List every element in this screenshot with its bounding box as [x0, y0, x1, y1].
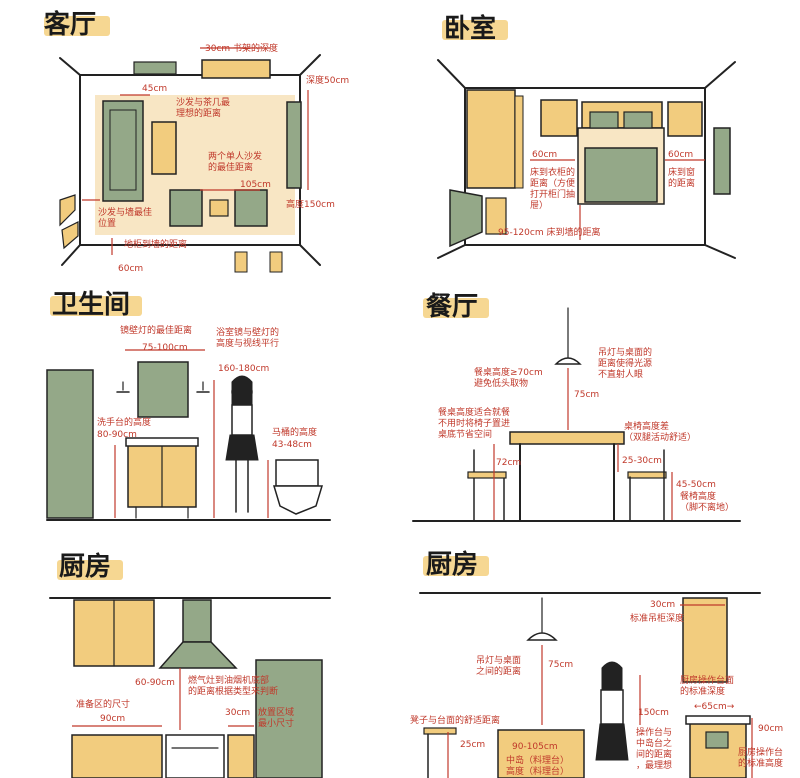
kitchen-r-65-label: ←65cm→: [694, 702, 735, 712]
kitchen-r-90-105-label: 90-105cm: [512, 742, 558, 752]
dining-chair-height-label: 桌椅高度差 （双腿活动舒适）: [624, 422, 697, 443]
kitchen-l-30-label: 30cm: [225, 708, 251, 718]
kitchen-r-75-label: 75cm: [548, 660, 574, 670]
kitchen-left-title-highlight: [57, 560, 123, 580]
bath-80-90-label: 80-90cm: [97, 430, 137, 440]
living-title-highlight: [44, 16, 110, 36]
bathroom-title-highlight: [50, 296, 142, 316]
kitchen-r-25-label: 25cm: [460, 740, 486, 750]
dining-drawing: [412, 307, 741, 522]
kitchen-left-drawing: [49, 597, 331, 778]
living-sofa-wall-label: 沙发与墙最佳 位置: [98, 208, 153, 229]
living-sofa-table-label: 沙发与茶几最 理想的距离: [176, 98, 231, 119]
living-height-label: 高度150cm: [286, 200, 335, 210]
dining-light-label: 吊灯与桌面的 距离使得光源 不直射人眼: [598, 348, 653, 380]
kitchen-r-cabinet-depth-label: 标准吊柜深度: [630, 614, 685, 624]
dining-title-highlight: [423, 298, 489, 318]
living-bookshelf-label: 30cm 书架的深度: [205, 44, 279, 54]
kitchen-l-hood-label: 燃气灶到油烟机底部 的距离根据类型来判断: [188, 676, 279, 697]
kitchen-left-title: 厨房: [59, 552, 112, 582]
dining-seat-height-label: 餐椅高度 （脚不离地）: [680, 492, 735, 513]
dining-72-label: 72cm: [496, 458, 522, 468]
living-room-title: 客厅: [44, 10, 97, 40]
dining-title: 餐厅: [426, 292, 479, 322]
bath-sink-height-label: 洗手台的高度: [97, 418, 152, 428]
bedroom-right-desc-label: 床到窗 的距离: [668, 168, 696, 189]
living-60-label: 60cm: [118, 264, 144, 274]
bath-mirror-height-label: 浴室镜与壁灯的 高度与视线平行: [216, 328, 280, 349]
dining-75-label: 75cm: [574, 390, 600, 400]
kitchen-r-150-label: 150cm: [638, 708, 669, 718]
kitchen-l-90-label: 90cm: [100, 714, 126, 724]
bath-43-48-label: 43-48cm: [272, 440, 312, 450]
kitchen-r-stool-label: 凳子与台面的舒适距离: [410, 716, 501, 726]
bathroom-drawing: [46, 361, 331, 521]
bedroom-left-60-label: 60cm: [532, 150, 558, 160]
dimension-lines: [72, 47, 753, 778]
bedroom-drawing: [437, 59, 736, 259]
living-cabinet-wall-label: 地柜到墙的距离: [124, 240, 188, 250]
dining-45-50-label: 45-50cm: [676, 480, 716, 490]
kitchen-r-island-gap-label: 操作台与 中岛台之 间的距离 ，最理想: [636, 728, 673, 771]
bedroom-title-highlight: [442, 20, 508, 40]
kitchen-r-30-label: 30cm: [650, 600, 676, 610]
living-depth-label: 深度50cm: [306, 76, 350, 86]
bedroom-right-60-label: 60cm: [668, 150, 694, 160]
living-105-label: 105cm: [240, 180, 271, 190]
dining-table-chair-label: 餐桌高度适合就餐 不用时将椅子置进 桌底节省空间: [438, 408, 511, 440]
bath-toilet-height-label: 马桶的高度: [272, 428, 318, 438]
bedroom-bottom-label: 95-120cm 床到墙的距离: [498, 228, 601, 238]
kitchen-l-min-size-label: 放置区域 最小尺寸: [258, 708, 295, 729]
bath-160-180-label: 160-180cm: [218, 364, 270, 374]
kitchen-r-90-label: 90cm: [758, 724, 784, 734]
kitchen-r-light-table-label: 吊灯与桌面 之间的距离: [476, 656, 522, 677]
kitchen-right-title: 厨房: [426, 550, 479, 580]
living-45-label: 45cm: [142, 84, 168, 94]
bedroom-left-desc-label: 床到衣柜的 距离（方便 打开柜门抽 屉）: [530, 168, 576, 211]
dining-25-30-label: 25-30cm: [622, 456, 662, 466]
kitchen-r-std-label: 厨房操作台 的标准高度: [738, 748, 784, 769]
bedroom-title: 卧室: [444, 14, 497, 44]
living-two-chairs-label: 两个单人沙发 的最佳距离: [208, 152, 263, 173]
bath-75-100-label: 75-100cm: [142, 343, 188, 353]
bathroom-title: 卫生间: [52, 290, 131, 320]
kitchen-right-title-highlight: [423, 556, 489, 576]
kitchen-right-drawing: [419, 592, 761, 778]
kitchen-r-island-label: 中岛（料理台） 高度（料理台）: [506, 756, 570, 777]
kitchen-l-60-90-label: 60-90cm: [135, 678, 175, 688]
kitchen-r-counter-depth-label: 厨房操作台面 的标准深度: [680, 676, 735, 697]
dining-table-height-label: 餐桌高度≥70cm 避免低头取物: [474, 368, 543, 389]
living-room-drawing: [59, 54, 321, 273]
kitchen-l-prep-size-label: 准备区的尺寸: [76, 700, 131, 710]
bath-mirror-light-label: 镜壁灯的最佳距离: [120, 326, 193, 336]
